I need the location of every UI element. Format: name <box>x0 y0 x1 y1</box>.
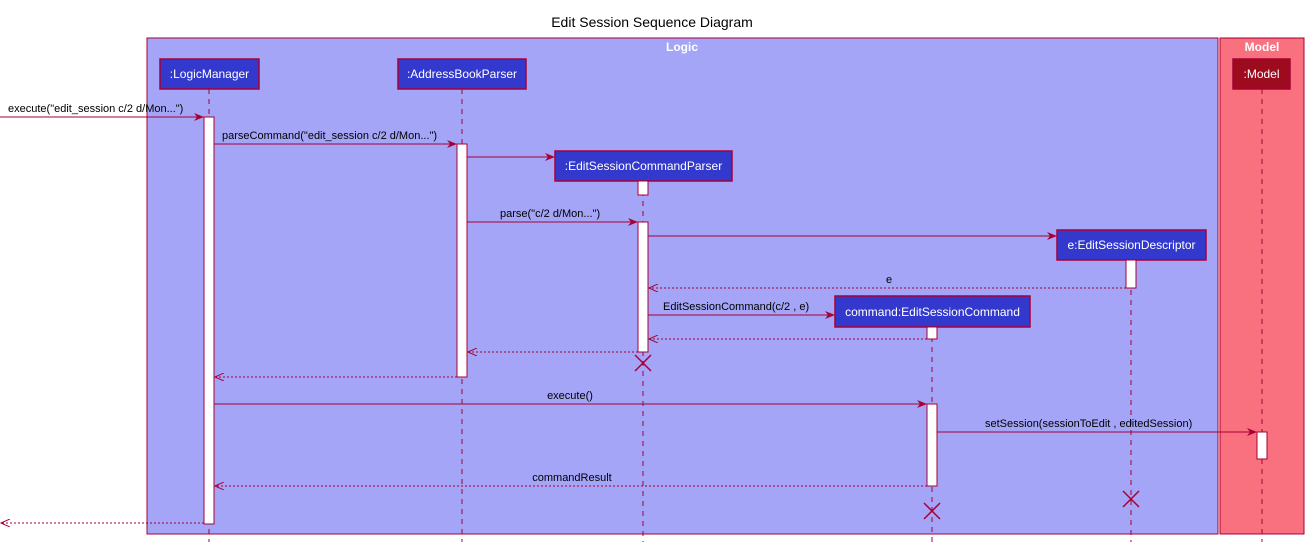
activation-model <box>1256 431 1268 460</box>
participant-address-book-parser: :AddressBookParser <box>397 58 527 90</box>
activation-parser-parse <box>637 221 649 353</box>
activation-parser-creation <box>637 180 649 196</box>
destroy-parser-mark <box>634 354 652 372</box>
participant-label: e:EditSessionDescriptor <box>1067 238 1195 252</box>
participant-label: :AddressBookParser <box>407 67 517 81</box>
message-label-parse: parse("c/2 d/Mon...") <box>500 208 600 220</box>
logic-box <box>146 37 1219 535</box>
participant-label: :Model <box>1243 67 1279 81</box>
participant-model: :Model <box>1232 58 1291 90</box>
activation-address-book-parser <box>456 143 468 378</box>
participant-logic-manager: :LogicManager <box>159 58 260 90</box>
participant-edit-session-command: command:EditSessionCommand <box>834 295 1031 328</box>
message-label-parse-command: parseCommand("edit_session c/2 d/Mon..."… <box>222 130 437 142</box>
activation-command-creation <box>926 326 938 340</box>
participant-edit-session-descriptor: e:EditSessionDescriptor <box>1056 229 1207 261</box>
participant-label: :EditSessionCommandParser <box>565 159 722 173</box>
logic-box-title: Logic <box>666 40 698 54</box>
message-label-e: e <box>886 274 892 286</box>
participant-label: command:EditSessionCommand <box>845 305 1020 319</box>
destroy-descriptor-mark <box>1122 490 1140 508</box>
activation-logic-manager <box>203 116 215 525</box>
participant-edit-session-command-parser: :EditSessionCommandParser <box>554 150 733 182</box>
destroy-command-mark <box>923 502 941 520</box>
diagram-title: Edit Session Sequence Diagram <box>551 14 753 30</box>
activation-descriptor <box>1125 259 1137 289</box>
participant-label: :LogicManager <box>170 67 249 81</box>
message-label-command-result: commandResult <box>532 472 611 484</box>
message-label-edit-session-command: EditSessionCommand(c/2 , e) <box>663 301 809 313</box>
message-label-execute-input: execute("edit_session c/2 d/Mon...") <box>8 103 183 115</box>
model-box-title: Model <box>1245 40 1280 54</box>
message-label-execute: execute() <box>547 390 593 402</box>
message-label-set-session: setSession(sessionToEdit , editedSession… <box>985 418 1192 430</box>
activation-command-execute <box>926 403 938 487</box>
